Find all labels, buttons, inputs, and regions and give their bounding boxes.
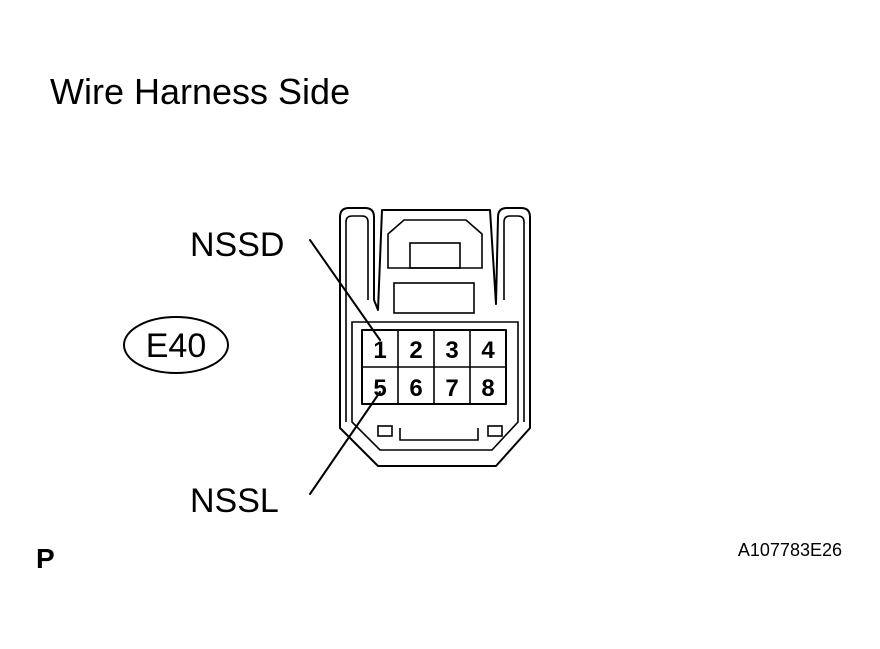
left-latch — [345, 215, 369, 422]
lock-window — [393, 282, 475, 314]
label-nssl: NSSL — [190, 482, 279, 520]
figure-id: A107783E26 — [738, 540, 842, 560]
connector-code-badge: E40 — [123, 316, 229, 374]
diagram-title: Wire Harness Side — [50, 71, 350, 112]
pin-2: 2 — [409, 337, 422, 364]
pin-8: 8 — [481, 375, 494, 402]
label-nssd: NSSD — [190, 226, 284, 264]
pin-grid: 1 2 3 4 5 6 7 8 — [361, 329, 507, 405]
leader-nssd — [309, 239, 381, 341]
connector-code: E40 — [146, 327, 207, 365]
connector-body — [339, 207, 531, 467]
footer-mark: P — [36, 543, 55, 574]
bottom-tab-right — [487, 425, 503, 437]
top-key — [409, 242, 461, 269]
inner-cavity — [351, 321, 519, 451]
connector-outer-outline — [339, 207, 531, 467]
leader-nssl — [309, 391, 381, 495]
code-ellipse — [123, 316, 229, 374]
pin-7: 7 — [445, 375, 458, 402]
right-latch — [503, 215, 525, 422]
bottom-key — [399, 428, 479, 441]
pin-3: 3 — [445, 337, 458, 364]
pin-6: 6 — [409, 375, 422, 402]
top-recess — [387, 219, 483, 269]
pin-4: 4 — [481, 337, 495, 364]
pin-1: 1 — [373, 337, 386, 364]
bottom-tab-left — [377, 425, 393, 437]
